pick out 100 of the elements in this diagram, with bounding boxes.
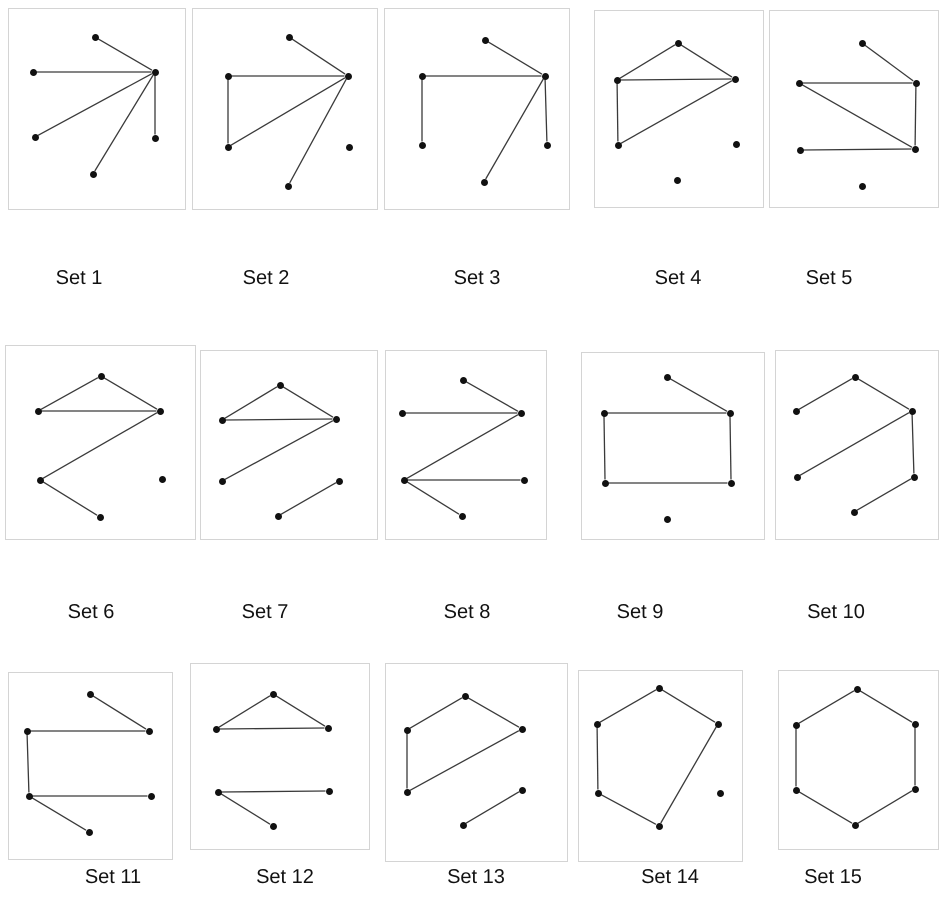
vertex-dot	[910, 474, 918, 480]
graph-edge	[911, 414, 915, 474]
graph-edge	[42, 481, 98, 516]
set-label: Set 8	[444, 600, 490, 624]
graph-edge	[466, 381, 518, 412]
vertex-dot	[482, 36, 488, 44]
graph-edge	[670, 378, 728, 412]
vertex-dot	[674, 176, 680, 184]
vertex-dot	[32, 134, 38, 140]
vertex-dot	[146, 728, 152, 734]
graph-edge	[616, 84, 619, 142]
vertex-dot	[224, 72, 232, 80]
graph-edge	[408, 479, 520, 481]
vertex-dot	[158, 476, 166, 482]
graph-edge	[856, 478, 912, 511]
vertex-dot	[270, 690, 276, 698]
vertex-dot	[214, 788, 222, 796]
vertex-dot	[602, 480, 608, 486]
graph-edge	[421, 80, 423, 142]
graph-edge	[798, 690, 854, 724]
graph-edge	[92, 695, 146, 730]
graph-edge	[224, 386, 278, 419]
graph-edge	[798, 791, 852, 824]
vertex-dot	[912, 786, 918, 792]
set-label: Set 4	[654, 266, 702, 290]
graph-edge	[220, 727, 324, 730]
vertex-dot	[418, 142, 426, 148]
graph-edge	[40, 377, 98, 410]
vertex-dot	[96, 514, 104, 520]
set-label: Set 2	[242, 266, 290, 290]
graph-edge	[620, 80, 732, 144]
vertex-dot	[224, 144, 232, 150]
vertex-dot	[90, 170, 96, 178]
vertex-dot	[326, 788, 332, 794]
vertex-dot	[462, 692, 468, 700]
vertex-dot	[92, 34, 98, 40]
set-label: Set 11	[84, 865, 142, 889]
graph-edge	[600, 689, 656, 723]
set-label: Set 6	[68, 600, 114, 624]
vertex-dot	[34, 408, 42, 414]
vertex-dot	[458, 512, 466, 520]
vertex-dot	[24, 728, 30, 734]
vertex-dot	[908, 408, 916, 414]
vertex-dot	[794, 474, 800, 480]
vertex-dot	[86, 690, 94, 698]
vertex-dot	[460, 822, 466, 828]
vertex-dot	[792, 408, 800, 414]
vertex-dot	[728, 480, 734, 486]
vertex-dot	[218, 478, 226, 484]
graph-edge	[804, 148, 912, 151]
vertex-dot	[614, 142, 622, 148]
vertex-dot	[404, 726, 410, 734]
vertex-dot	[542, 72, 548, 80]
set-label: Set 12	[256, 865, 314, 889]
graph-edge	[680, 44, 732, 78]
set-label: Set 14	[641, 865, 699, 889]
vertex-dot	[276, 382, 284, 388]
graph-edge	[600, 794, 656, 825]
graph-edge	[226, 418, 332, 421]
vertex-dot	[36, 476, 44, 484]
vertex-dot	[858, 182, 866, 190]
vertex-dot	[664, 516, 670, 522]
vertex-dot	[480, 178, 488, 186]
graph-edge	[410, 730, 520, 791]
graph-edge	[218, 695, 270, 728]
vertex-dot	[714, 720, 722, 728]
graph-edge	[222, 790, 326, 793]
vertex-dot	[716, 790, 724, 796]
vertex-dot	[726, 410, 734, 416]
graph-edge	[858, 790, 912, 824]
graph-edge	[608, 412, 726, 414]
vertex-dot	[594, 790, 602, 796]
vertex-dot	[98, 372, 104, 380]
graph-edge	[230, 77, 346, 146]
graph-edge	[282, 386, 334, 418]
graph-edge	[795, 728, 797, 786]
graph-edge	[800, 412, 910, 476]
graph-edge	[914, 728, 916, 786]
vertex-dot	[86, 828, 92, 836]
vertex-dot	[400, 476, 408, 484]
graph-edge	[26, 734, 30, 793]
vertex-dot	[732, 76, 738, 82]
vertex-dot	[796, 80, 802, 86]
graph-edge	[32, 797, 86, 831]
vertex-dot	[274, 512, 282, 520]
graph-edge	[227, 80, 229, 144]
vertex-dot	[850, 508, 858, 516]
set-label: Set 7	[242, 600, 288, 624]
vertex-dot	[544, 142, 550, 148]
graph-edge	[468, 697, 520, 728]
graph-edge	[729, 416, 732, 480]
graph-edge	[276, 695, 326, 727]
set-label: Set 5	[806, 266, 852, 290]
vertex-dot	[156, 408, 164, 414]
vertex-dot	[284, 182, 292, 190]
graph-edge	[410, 697, 462, 729]
vertex-dot	[518, 410, 524, 416]
graph-edge	[104, 377, 158, 410]
graph-edge	[860, 690, 912, 723]
graph-edge	[426, 75, 542, 77]
